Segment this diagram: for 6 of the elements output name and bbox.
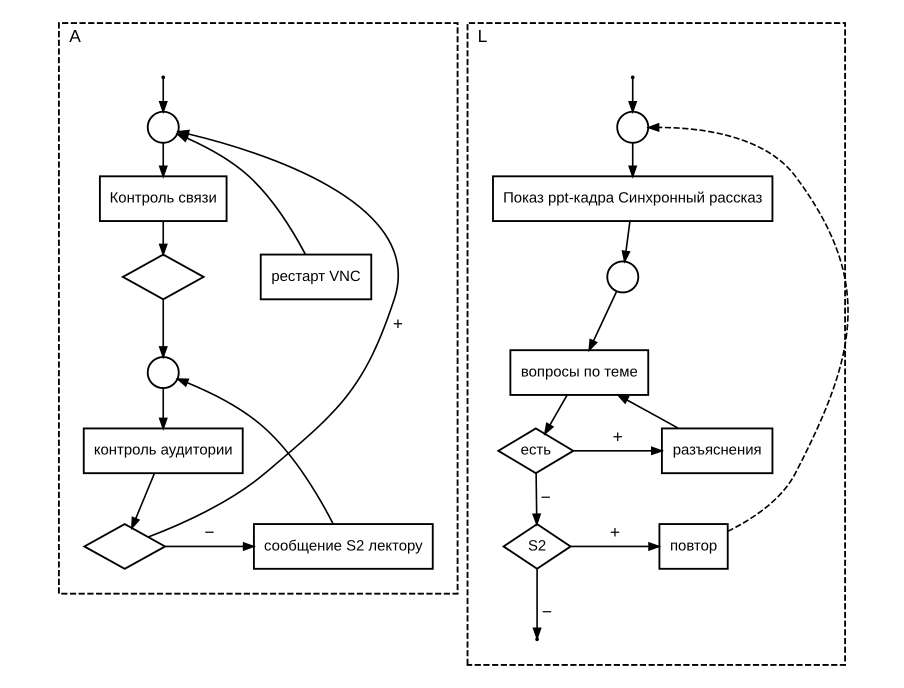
edge-label: + xyxy=(610,522,620,542)
edge-label: + xyxy=(612,426,623,446)
edge-label: − xyxy=(542,601,552,622)
edge-label: − xyxy=(204,522,215,542)
edge-label: − xyxy=(540,487,551,508)
edge-label: + xyxy=(392,313,404,334)
